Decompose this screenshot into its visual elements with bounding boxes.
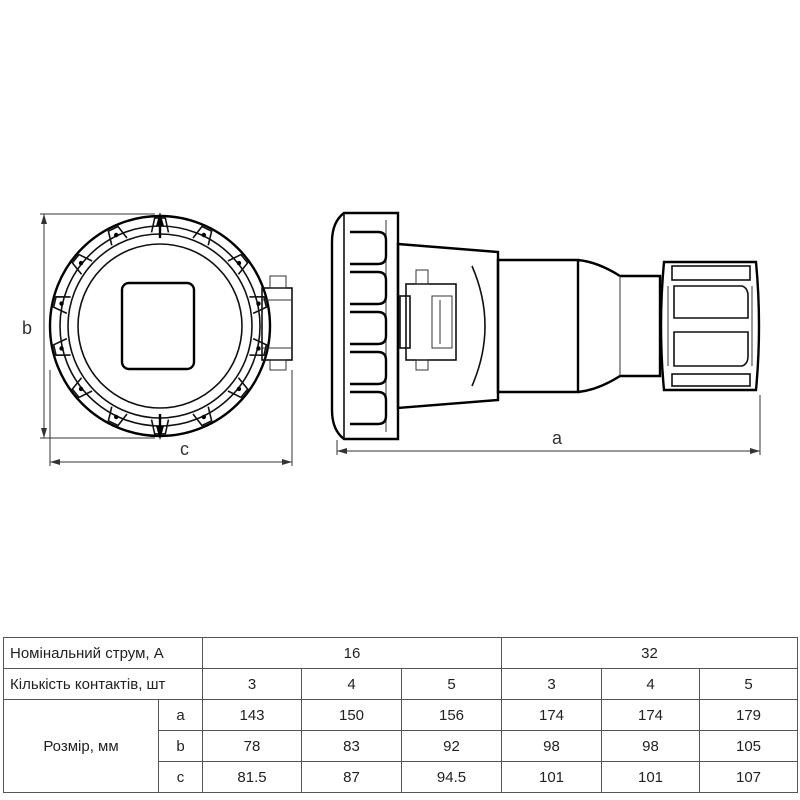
row-contacts: Кількість контактів, шт 3 4 5 3 4 5 <box>3 668 799 700</box>
front-face <box>77 243 243 409</box>
size-cell: 83 <box>301 730 402 762</box>
ring-tooth-dot <box>256 346 261 351</box>
front-view: b c <box>22 212 293 466</box>
specification-table: Номінальний струм, А 16 32 Кількість кон… <box>3 637 799 793</box>
ring-tooth-dot <box>78 260 84 266</box>
side-housing <box>396 242 500 410</box>
collar-rib <box>350 230 388 266</box>
dim-key: b <box>158 730 203 762</box>
contacts-label: Кількість контактів, шт <box>3 668 203 700</box>
front-bottom-marker <box>156 426 164 440</box>
dimension-c-label: c <box>180 439 189 459</box>
size-cell: 107 <box>699 761 799 793</box>
side-collar <box>330 211 400 441</box>
collar-rib <box>350 310 388 346</box>
front-top-marker <box>156 212 164 226</box>
row-size-c: c 81.5 87 94.5 101 101 107 <box>4 761 799 793</box>
side-neck <box>577 258 662 394</box>
size-cell: 156 <box>400 699 503 731</box>
size-cell: 98 <box>501 730 603 762</box>
ring-tooth-dot <box>201 414 207 420</box>
ring-tooth <box>107 406 128 427</box>
size-cell: 92 <box>400 730 503 762</box>
ring-tooth <box>192 225 213 246</box>
current-16: 16 <box>201 637 503 669</box>
size-cell: 101 <box>601 761 701 793</box>
dimension-c <box>49 370 293 466</box>
contacts-cell: 5 <box>699 668 799 700</box>
front-outer-ring <box>48 214 272 438</box>
size-label: Розмір, мм <box>3 699 159 793</box>
ring-tooth <box>107 225 128 246</box>
size-cell: 87 <box>301 761 402 793</box>
size-cell: 98 <box>601 730 701 762</box>
ring-tooth <box>249 295 268 315</box>
ring-tooth <box>249 337 268 357</box>
dimension-a-label: a <box>552 428 563 448</box>
dimension-a <box>336 395 761 455</box>
size-cell: 174 <box>501 699 603 731</box>
front-ring-teeth <box>52 217 268 435</box>
size-cell: 105 <box>699 730 799 762</box>
side-view: a <box>330 211 761 455</box>
ring-tooth-dot <box>236 260 242 266</box>
rated-current-label: Номінальний струм, А <box>3 637 203 669</box>
ring-tooth-dot <box>236 386 242 392</box>
ring-tooth-dot <box>113 232 119 238</box>
contacts-cell: 4 <box>601 668 701 700</box>
size-cell: 150 <box>301 699 402 731</box>
ring-tooth <box>227 253 249 275</box>
ring-tooth <box>227 377 249 399</box>
front-ring-groove <box>59 225 261 427</box>
ring-tooth-dot <box>78 386 84 392</box>
side-latch <box>399 269 457 371</box>
size-cell: 179 <box>699 699 799 731</box>
current-32: 32 <box>501 637 799 669</box>
size-cell: 78 <box>202 730 302 762</box>
front-socket-window <box>120 281 196 371</box>
dim-key: c <box>158 761 203 793</box>
front-mount-block <box>261 275 293 371</box>
ring-tooth-dot <box>113 414 119 420</box>
dimension-b-label: b <box>22 318 32 338</box>
size-cell: 94.5 <box>400 761 503 793</box>
contacts-cell: 5 <box>400 668 503 700</box>
contacts-cell: 3 <box>501 668 603 700</box>
ring-tooth-dot <box>256 301 261 306</box>
dim-key: a <box>158 699 203 731</box>
dimension-b <box>40 213 155 439</box>
side-housing-curve <box>471 265 486 387</box>
contacts-cell: 3 <box>202 668 302 700</box>
row-size-b: b 78 83 92 98 98 105 <box>4 730 799 762</box>
ring-tooth <box>52 337 71 357</box>
size-cell: 174 <box>601 699 701 731</box>
row-size-a: Розмір, мм a 143 150 156 174 174 179 <box>3 699 799 793</box>
technical-drawing: b c <box>22 211 761 466</box>
size-cell: 101 <box>501 761 603 793</box>
size-cell: 143 <box>202 699 302 731</box>
contacts-cell: 4 <box>301 668 402 700</box>
ring-tooth <box>71 377 93 399</box>
ring-tooth <box>71 253 93 275</box>
row-rated-current: Номінальний струм, А 16 32 <box>3 637 799 669</box>
side-gland-nut <box>659 260 761 392</box>
ring-tooth-dot <box>59 346 64 351</box>
ring-tooth <box>52 295 71 315</box>
side-body <box>496 258 580 394</box>
size-cell: 81.5 <box>202 761 302 793</box>
ring-tooth-dot <box>59 301 64 306</box>
collar-rib <box>350 350 388 386</box>
ring-tooth-dot <box>201 232 207 238</box>
front-ring-inner <box>67 233 253 419</box>
ring-tooth <box>192 406 213 427</box>
collar-rib <box>350 390 388 426</box>
side-collar-ribs <box>350 230 388 426</box>
collar-rib <box>350 270 388 306</box>
